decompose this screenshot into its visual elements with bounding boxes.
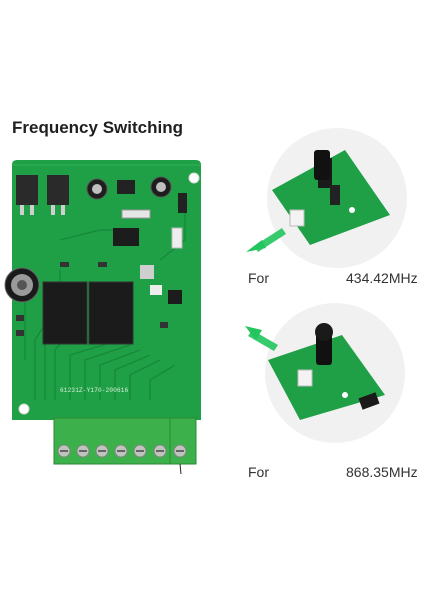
option-1-for-label: For: [248, 270, 269, 286]
option-2-for-label: For: [248, 464, 269, 480]
pcb-silkscreen-label: 61231Z-Y170-200616: [60, 387, 129, 394]
option-2-frequency: 868.35MHz: [346, 464, 418, 480]
option-1-frequency: 434.42MHz: [346, 270, 418, 286]
page-title: Frequency Switching: [12, 118, 183, 137]
